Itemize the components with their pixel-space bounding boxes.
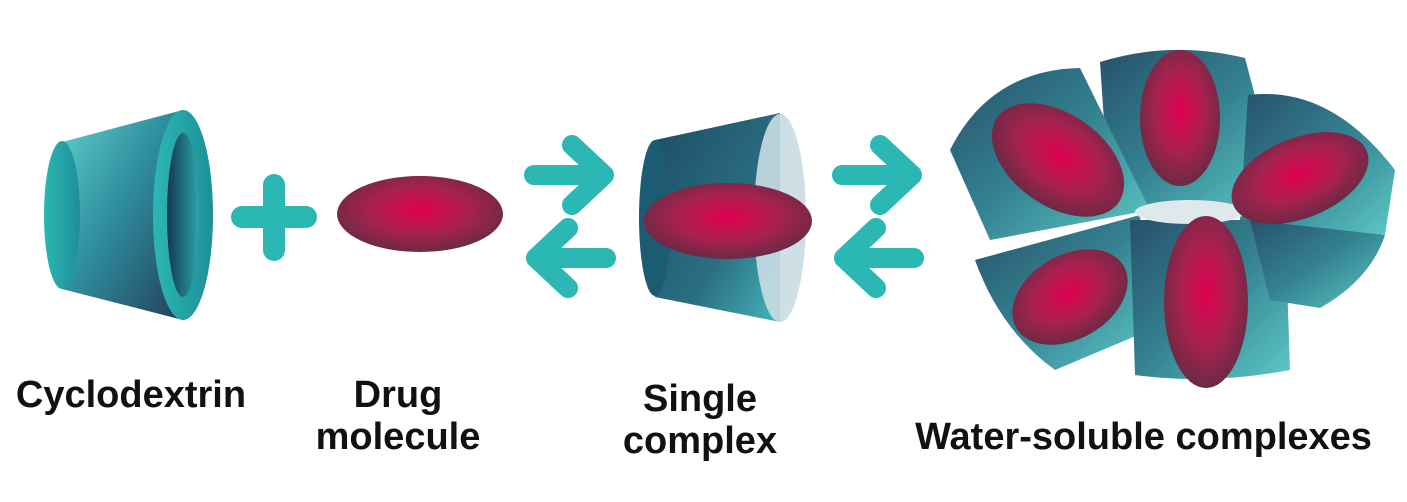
drug-molecule-label-line2: molecule [315, 416, 481, 458]
cyclodextrin-body [62, 110, 183, 320]
single-complex-label-line2: complex [622, 420, 778, 462]
cyclodextrin-back-rim [44, 141, 80, 289]
water-soluble-complexes-graphic [950, 49, 1395, 388]
drug-molecule-label-line1: Drug [353, 374, 443, 416]
aggregate-center-gap [1135, 200, 1245, 224]
forward-arrow-icon [524, 135, 614, 215]
equilibrium-arrows-1 [524, 135, 616, 298]
single-complex-label: Single complex [600, 378, 800, 462]
single-complex-drug [644, 183, 812, 259]
drug-molecule-label: Drug molecule [296, 374, 500, 458]
equilibrium-arrows-2 [832, 135, 924, 298]
reverse-arrow-icon [526, 218, 616, 298]
aggregate-drugs [991, 50, 1369, 388]
single-complex-label-line1: Single [642, 378, 758, 420]
cyclodextrin-graphic [44, 110, 213, 320]
forward-arrow-icon [832, 135, 922, 215]
water-soluble-complexes-label: Water-soluble complexes [915, 416, 1372, 458]
cyclodextrin-label: Cyclodextrin [15, 374, 247, 416]
plus-icon [231, 174, 317, 261]
reverse-arrow-icon [834, 218, 924, 298]
single-complex-graphic [639, 113, 812, 322]
cyclodextrin-cavity [167, 133, 199, 297]
drug-molecule-graphic [337, 176, 503, 252]
